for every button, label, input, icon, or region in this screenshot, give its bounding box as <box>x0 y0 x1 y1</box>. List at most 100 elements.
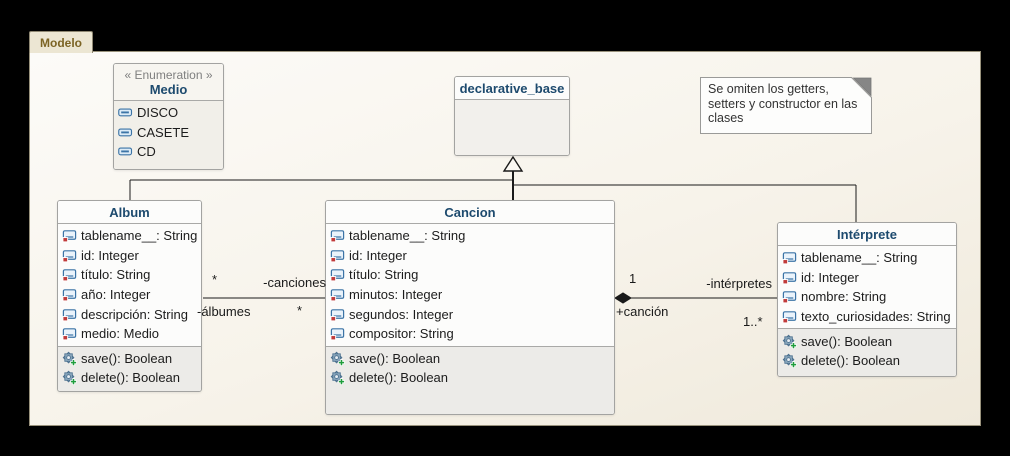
interprete-attribute-list: tablename__: String id: Integer nombre: St… <box>778 246 956 329</box>
class-title: Album <box>58 201 201 224</box>
class-declarative-base-box[interactable]: declarative_base <box>454 76 570 156</box>
class-title: declarative_base <box>455 77 569 100</box>
cancion-method-list: save(): Boolean delete(): Boolean <box>326 345 614 414</box>
enum-medio-header: « Enumeration » Medio <box>114 64 223 101</box>
method-row[interactable]: delete(): Boolean <box>330 368 610 388</box>
attribute-row[interactable]: título: String <box>330 265 610 285</box>
member-label: CD <box>137 144 156 160</box>
field-icon <box>330 307 345 322</box>
attribute-row[interactable]: texto_curiosidades: String <box>782 307 952 327</box>
attribute-row[interactable]: id: Integer <box>330 246 610 266</box>
field-icon <box>330 326 345 341</box>
method-row[interactable]: save(): Boolean <box>330 349 610 369</box>
operation-icon <box>782 334 797 349</box>
method-row[interactable]: delete(): Boolean <box>62 368 197 388</box>
method-row[interactable]: delete(): Boolean <box>782 351 952 371</box>
field-icon <box>62 228 77 243</box>
attribute-row[interactable]: compositor: String <box>330 324 610 344</box>
enum-literal-icon <box>118 125 133 140</box>
member-label: delete(): Boolean <box>349 370 449 386</box>
member-label: tablename__: String <box>801 250 918 266</box>
enum-name: Medio <box>149 82 188 97</box>
enum-literal-row[interactable]: DISCO <box>118 103 219 123</box>
field-icon <box>782 270 797 285</box>
field-icon <box>62 248 77 263</box>
member-label: minutos: Integer <box>349 287 443 303</box>
member-label: id: Integer <box>801 269 859 285</box>
attribute-row[interactable]: tablename__: String <box>330 226 610 246</box>
member-label: año: Integer <box>81 287 151 303</box>
interprete-method-list: save(): Boolean delete(): Boolean <box>778 328 956 376</box>
member-label: save(): Boolean <box>81 350 173 366</box>
member-label: segundos: Integer <box>349 306 454 322</box>
enum-literal-icon <box>118 105 133 120</box>
field-icon <box>62 326 77 341</box>
member-label: save(): Boolean <box>801 333 893 349</box>
role-albumes: -álbumes <box>197 304 251 319</box>
field-icon <box>782 289 797 304</box>
member-label: delete(): Boolean <box>81 370 181 386</box>
composition-cancion-interprete[interactable] <box>614 292 777 304</box>
role-cancion: +canción <box>616 304 669 319</box>
member-label: CASETE <box>137 124 190 140</box>
class-interprete-box[interactable]: Intérprete tablename__: String id: Intege… <box>777 222 957 377</box>
enum-literal-row[interactable]: CD <box>118 142 219 162</box>
member-label: id: Integer <box>349 247 407 263</box>
enum-literal-icon <box>118 144 133 159</box>
member-label: save(): Boolean <box>349 350 441 366</box>
role-interpretes: -intérpretes <box>706 276 772 291</box>
note-shape <box>700 77 872 134</box>
role-canciones: -canciones <box>263 275 326 290</box>
attribute-row[interactable]: id: Integer <box>782 268 952 288</box>
operation-icon <box>62 351 77 366</box>
member-label: tablename__: String <box>81 228 198 244</box>
field-icon <box>62 267 77 282</box>
operation-icon <box>330 351 345 366</box>
member-label: compositor: String <box>349 326 454 342</box>
uml-note[interactable]: Se omiten los getters, setters y constru… <box>700 77 872 134</box>
attribute-row[interactable]: tablename__: String <box>62 226 197 246</box>
tab-label: Modelo <box>40 35 82 50</box>
class-empty-body <box>455 100 569 155</box>
field-icon <box>330 228 345 243</box>
member-label: nombre: String <box>801 289 887 305</box>
attribute-row[interactable]: título: String <box>62 265 197 285</box>
multiplicity-interprete-end: 1..* <box>743 314 763 329</box>
member-label: texto_curiosidades: String <box>801 309 951 325</box>
member-label: DISCO <box>137 105 179 121</box>
field-icon <box>782 250 797 265</box>
tab-modelo[interactable]: Modelo <box>29 31 93 53</box>
field-icon <box>330 248 345 263</box>
attribute-row[interactable]: año: Integer <box>62 285 197 305</box>
attribute-row[interactable]: segundos: Integer <box>330 304 610 324</box>
attribute-row[interactable]: tablename__: String <box>782 248 952 268</box>
field-icon <box>330 267 345 282</box>
class-title: Intérprete <box>778 223 956 246</box>
method-row[interactable]: save(): Boolean <box>782 331 952 351</box>
field-icon <box>330 287 345 302</box>
attribute-row[interactable]: descripción: String <box>62 304 197 324</box>
operation-icon <box>62 370 77 385</box>
member-label: descripción: String <box>81 306 188 322</box>
enum-medio-box[interactable]: « Enumeration » Medio DISCO CASETE CD <box>113 63 224 170</box>
member-label: medio: Medio <box>81 326 160 342</box>
enum-stereotype: « Enumeration » <box>124 68 213 82</box>
enum-literal-row[interactable]: CASETE <box>118 123 219 143</box>
field-icon <box>62 287 77 302</box>
class-title: Cancion <box>326 201 614 224</box>
attribute-row[interactable]: medio: Medio <box>62 324 197 344</box>
method-row[interactable]: save(): Boolean <box>62 349 197 369</box>
enum-literal-list: DISCO CASETE CD <box>114 101 223 169</box>
album-method-list: save(): Boolean delete(): Boolean <box>58 345 201 391</box>
attribute-row[interactable]: nombre: String <box>782 287 952 307</box>
generalization-connector[interactable] <box>129 155 857 223</box>
note-text: Se omiten los getters, setters y constru… <box>708 82 858 125</box>
generalization-triangle-icon <box>502 155 524 172</box>
attribute-row[interactable]: minutos: Integer <box>330 285 610 305</box>
attribute-row[interactable]: id: Integer <box>62 246 197 266</box>
